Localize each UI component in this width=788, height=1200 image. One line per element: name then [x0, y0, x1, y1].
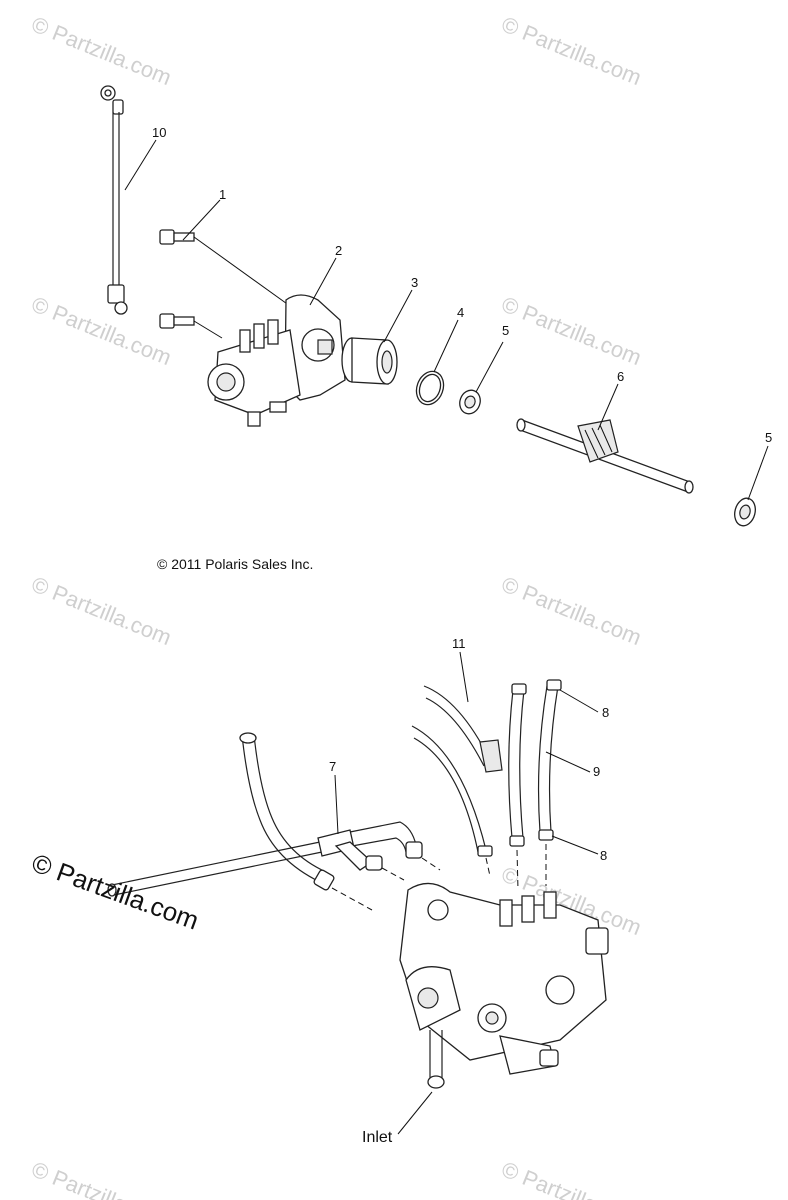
watermark-bottom-left: © Partzilla.com — [28, 1156, 175, 1200]
callout-1: 1 — [219, 187, 226, 202]
upper-leaders — [124, 139, 769, 501]
callout-11: 11 — [452, 636, 466, 651]
callout-5-upper: 5 — [502, 323, 509, 338]
inlet-label: Inlet — [362, 1129, 393, 1146]
part-1-bolts — [159, 229, 291, 339]
part-3-bushing — [341, 337, 398, 385]
copyright-text: © 2011 Polaris Sales Inc. — [157, 556, 313, 572]
callout-9: 9 — [593, 764, 600, 779]
part-9-hoses — [508, 679, 562, 847]
lower-dashed-lines — [331, 844, 547, 911]
callout-7: 7 — [329, 759, 336, 774]
lower-oil-pump — [399, 882, 609, 1089]
part-6-drive-shaft — [516, 418, 694, 494]
callout-10: 10 — [152, 125, 166, 140]
watermark-mid-left: © Partzilla.com — [28, 291, 175, 370]
part-5-washer-upper — [459, 389, 481, 415]
watermark-top-right: © Partzilla.com — [498, 11, 645, 90]
part-11-hose — [411, 685, 503, 857]
watermark-mid-right: © Partzilla.com — [498, 291, 645, 370]
watermark-bottom-right: © Partzilla.com — [498, 1156, 645, 1200]
callout-2: 2 — [335, 243, 342, 258]
part-7-hose-assembly — [107, 732, 423, 897]
callout-8-lower: 8 — [600, 848, 607, 863]
callout-4: 4 — [457, 305, 464, 320]
lower-leaders — [334, 651, 599, 1135]
callout-8-upper: 8 — [602, 705, 609, 720]
watermark-large: © Partzilla.com — [28, 847, 203, 935]
part-2-oil-pump — [207, 294, 346, 427]
watermark-top-left: © Partzilla.com — [28, 11, 175, 90]
part-10-control-cable — [100, 85, 128, 315]
part-5-washer-right — [734, 497, 756, 527]
callout-6: 6 — [617, 369, 624, 384]
callout-5-right: 5 — [765, 430, 772, 445]
part-4-o-ring — [415, 370, 445, 406]
watermark-lower-left: © Partzilla.com — [28, 571, 175, 650]
callout-3: 3 — [411, 275, 418, 290]
watermark-lower-right: © Partzilla.com — [498, 571, 645, 650]
